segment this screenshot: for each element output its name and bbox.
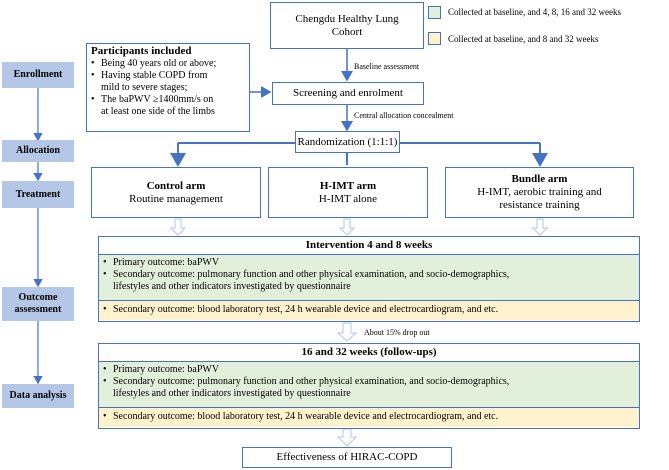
followup-title: 16 and 32 weeks (follow-ups): [301, 346, 437, 358]
intervention-green-panel: •Primary outcome: baPWV •Secondary outco…: [99, 254, 639, 300]
concealment-label: Central allocation concealment: [354, 111, 454, 120]
himt-arm-box: H-IMT arm H-IMT alone: [268, 167, 428, 218]
randomization-box: Randomization (1:1:1): [295, 131, 400, 153]
intervention-secondary: •Secondary outcome: pulmonary function a…: [103, 269, 510, 280]
bundle-arm-title: Bundle arm: [511, 173, 568, 185]
stage-treatment: Treatment: [2, 181, 74, 208]
followup-block: 16 and 32 weeks (follow-ups) •Primary ou…: [98, 343, 640, 429]
followup-secondary: •Secondary outcome: pulmonary function a…: [103, 376, 510, 387]
intervention-yellow-panel: •Secondary outcome: blood laboratory tes…: [99, 300, 639, 320]
himt-arm-desc: H-IMT alone: [318, 192, 378, 205]
dropout-label: About 15% drop out: [364, 328, 430, 337]
cohort-line1: Chengdu Healthy Lung: [295, 12, 399, 25]
baseline-assessment-label: Baseline assessment: [354, 62, 420, 71]
bundle-arm-desc-2: resistance training: [499, 199, 580, 211]
intervention-secondary-lab: •Secondary outcome: blood laboratory tes…: [103, 304, 499, 315]
stage-allocation: Allocation: [2, 140, 74, 162]
followup-primary: •Primary outcome: baPWV: [103, 364, 220, 375]
effectiveness-label: Effectiveness of HIRAC-COPD: [276, 451, 418, 463]
participants-box: Participants included •Being 40 years ol…: [86, 43, 250, 132]
legend-label-yellow: Collected at baseline, and 8 and 32 week…: [448, 34, 599, 44]
legend-swatch-yellow: [428, 32, 441, 45]
intervention-secondary-cont: lifestyles and other indicators investig…: [113, 281, 351, 292]
followup-green-panel: •Primary outcome: baPWV •Secondary outco…: [99, 361, 639, 407]
participants-title: Participants included: [91, 45, 192, 57]
participants-item: mild to severe stages;: [101, 81, 188, 93]
intervention-primary: •Primary outcome: baPWV: [103, 257, 220, 268]
stage-data-analysis: Data analysis: [2, 384, 74, 408]
control-arm-box: Control arm Routine management: [91, 167, 261, 218]
randomization-label: Randomization (1:1:1): [297, 135, 398, 148]
screening-label: Screening and enrolment: [293, 87, 403, 99]
followup-secondary-lab: •Secondary outcome: blood laboratory tes…: [103, 411, 499, 422]
effectiveness-box: Effectiveness of HIRAC-COPD: [242, 447, 452, 468]
legend-label-green: Collected at baseline, and 4, 8, 16 and …: [448, 7, 621, 17]
followup-yellow-panel: •Secondary outcome: blood laboratory tes…: [99, 407, 639, 427]
stage-enrollment: Enrollment: [2, 62, 74, 88]
participants-item: at least one side of the limbs: [101, 105, 215, 117]
intervention-title: Intervention 4 and 8 weeks: [305, 239, 433, 251]
cohort-box: Chengdu Healthy Lung Cohort: [270, 2, 424, 49]
participants-item: •Having stable COPD from: [91, 69, 208, 81]
intervention-block: Intervention 4 and 8 weeks •Primary outc…: [98, 236, 640, 322]
stage-outcome-assessment: Outcome assessment: [2, 287, 74, 321]
participants-item: •Being 40 years old or above;: [91, 57, 217, 69]
bundle-arm-desc-1: H-IMT, aerobic training and: [477, 186, 602, 198]
followup-secondary-cont: lifestyles and other indicators investig…: [113, 388, 351, 399]
legend-swatch-green: [428, 6, 441, 19]
control-arm-title: Control arm: [146, 179, 206, 192]
bundle-arm-box: Bundle arm H-IMT, aerobic training and r…: [445, 167, 634, 218]
screening-box: Screening and enrolment: [272, 82, 424, 105]
cohort-line2: Cohort: [331, 25, 363, 38]
himt-arm-title: H-IMT arm: [319, 179, 377, 192]
participants-item: •The baPWV ≥1400mm/s on: [91, 93, 214, 105]
control-arm-desc: Routine management: [129, 192, 223, 205]
